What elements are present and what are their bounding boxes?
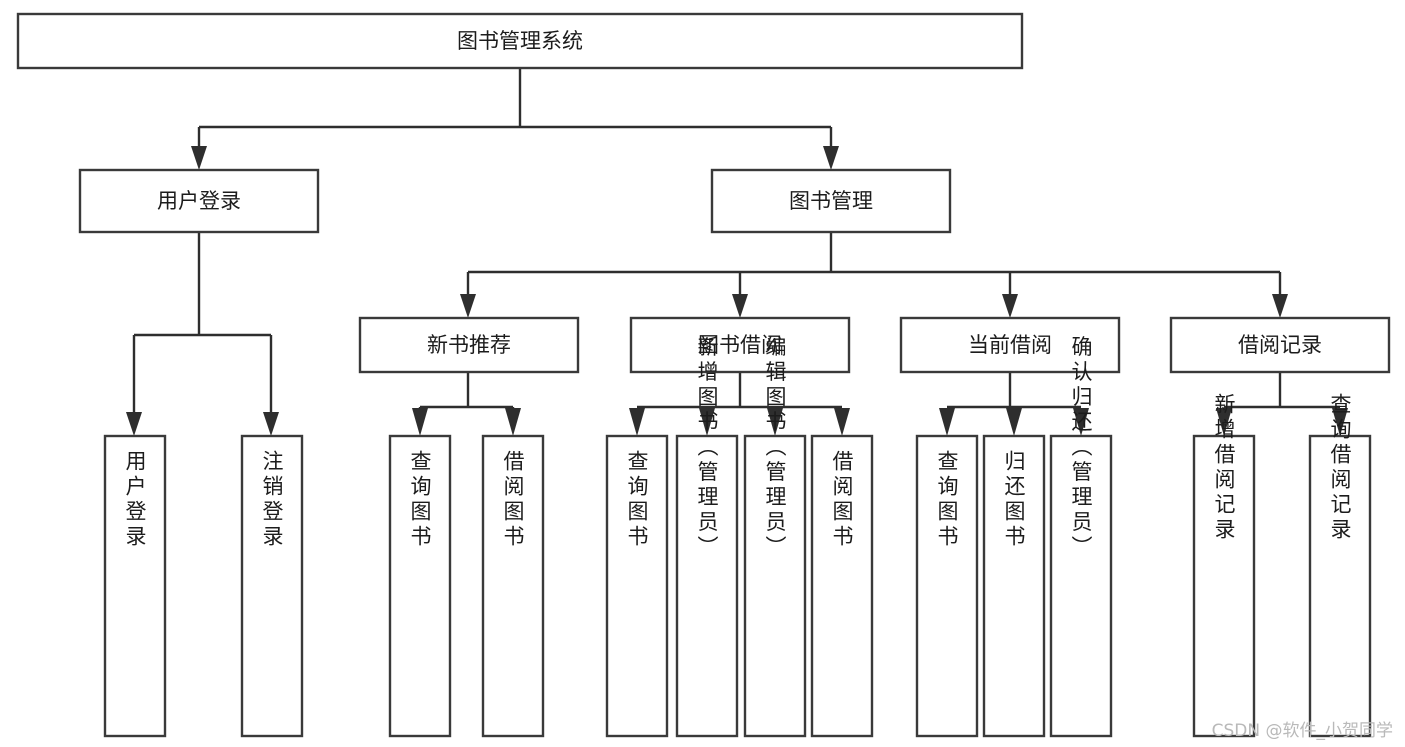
arrow-head-leaf-11 bbox=[1073, 408, 1089, 436]
arrow-head-current-borrow bbox=[1002, 294, 1018, 318]
node-book-manage-box[interactable] bbox=[710, 168, 952, 234]
node-leaf-4-label: 借阅图书 bbox=[501, 450, 525, 550]
node-leaf-6[interactable]: 新增图书（管理员） bbox=[675, 336, 739, 738]
node-borrow-record[interactable]: 借阅记录 bbox=[1169, 316, 1391, 374]
node-leaf-5-label: 查询图书 bbox=[625, 450, 649, 550]
node-leaf-3-label: 查询图书 bbox=[408, 450, 432, 550]
node-leaf-11-box[interactable] bbox=[1049, 434, 1113, 738]
node-leaf-8-label: 借阅图书 bbox=[830, 450, 854, 550]
node-borrow-record-label: 借阅记录 bbox=[1238, 333, 1322, 357]
node-leaf-11[interactable]: 确认归还（管理员） bbox=[1049, 336, 1113, 738]
node-root-label: 图书管理系统 bbox=[457, 29, 583, 53]
node-leaf-10[interactable]: 归还图书 bbox=[982, 434, 1046, 738]
node-leaf-5-box[interactable] bbox=[605, 434, 669, 738]
node-leaf-8-box[interactable] bbox=[810, 434, 874, 738]
node-leaf-2[interactable]: 注销登录 bbox=[240, 434, 304, 738]
node-leaf-9-label: 查询图书 bbox=[935, 450, 959, 550]
node-root[interactable]: 图书管理系统 bbox=[16, 12, 1024, 70]
arrow-head-leaf-8 bbox=[834, 408, 850, 436]
connector-layer bbox=[126, 68, 1348, 436]
node-leaf-10-label: 归还图书 bbox=[1002, 450, 1026, 550]
node-leaf-12-box[interactable] bbox=[1192, 434, 1256, 738]
node-book-manage-label: 图书管理 bbox=[789, 189, 873, 213]
node-book-manage[interactable]: 图书管理 bbox=[710, 168, 952, 234]
node-leaf-12-label: 新增借阅记录 bbox=[1212, 393, 1236, 543]
node-new-book-rec-label: 新书推荐 bbox=[427, 333, 511, 357]
arrow-head-leaf-6 bbox=[699, 408, 715, 436]
node-leaf-8[interactable]: 借阅图书 bbox=[810, 434, 874, 738]
arrow-head-user-login bbox=[191, 146, 207, 170]
node-leaf-13[interactable]: 查询借阅记录 bbox=[1308, 393, 1372, 738]
node-leaf-9-box[interactable] bbox=[915, 434, 979, 738]
node-leaf-12[interactable]: 新增借阅记录 bbox=[1192, 393, 1256, 738]
node-book-borrow[interactable]: 图书借阅 bbox=[629, 316, 851, 374]
node-book-borrow-label: 图书借阅 bbox=[698, 333, 782, 357]
node-leaf-4-box[interactable] bbox=[481, 434, 545, 738]
node-root-box[interactable] bbox=[16, 12, 1024, 70]
node-leaf-3[interactable]: 查询图书 bbox=[388, 434, 452, 738]
node-current-borrow-label: 当前借阅 bbox=[968, 333, 1052, 357]
node-leaf-6-label: 新增图书（管理员） bbox=[695, 336, 719, 561]
node-leaf-3-box[interactable] bbox=[388, 434, 452, 738]
arrow-head-new-book-rec bbox=[460, 294, 476, 318]
node-user-login-box[interactable] bbox=[78, 168, 320, 234]
arrow-head-leaf-5 bbox=[629, 408, 645, 436]
node-user-login[interactable]: 用户登录 bbox=[78, 168, 320, 234]
node-leaf-5[interactable]: 查询图书 bbox=[605, 434, 669, 738]
node-leaf-11-label: 确认归还（管理员） bbox=[1069, 336, 1093, 561]
arrow-head-leaf-13 bbox=[1332, 408, 1348, 436]
arrow-head-leaf-4 bbox=[505, 408, 521, 436]
arrow-head-leaf-10 bbox=[1006, 408, 1022, 436]
node-leaf-1-box[interactable] bbox=[103, 434, 167, 738]
node-leaf-7-label: 编辑图书（管理员） bbox=[763, 336, 787, 561]
node-leaf-9[interactable]: 查询图书 bbox=[915, 434, 979, 738]
node-leaf-7[interactable]: 编辑图书（管理员） bbox=[743, 336, 807, 738]
node-new-book-rec[interactable]: 新书推荐 bbox=[358, 316, 580, 374]
arrow-head-borrow-record bbox=[1272, 294, 1288, 318]
node-leaf-2-label: 注销登录 bbox=[260, 450, 284, 550]
arrow-head-leaf-1 bbox=[126, 412, 142, 436]
arrow-head-leaf-2 bbox=[263, 412, 279, 436]
arrow-head-leaf-9 bbox=[939, 408, 955, 436]
node-leaf-2-box[interactable] bbox=[240, 434, 304, 738]
arrow-head-book-borrow bbox=[732, 294, 748, 318]
node-current-borrow-box[interactable] bbox=[899, 316, 1121, 374]
node-current-borrow[interactable]: 当前借阅 bbox=[899, 316, 1121, 374]
node-user-login-label: 用户登录 bbox=[157, 189, 241, 213]
node-leaf-10-box[interactable] bbox=[982, 434, 1046, 738]
node-leaf-4[interactable]: 借阅图书 bbox=[481, 434, 545, 738]
node-leaf-7-box[interactable] bbox=[743, 434, 807, 738]
arrow-head-leaf-12 bbox=[1216, 408, 1232, 436]
node-borrow-record-box[interactable] bbox=[1169, 316, 1391, 374]
node-leaf-1[interactable]: 用户登录 bbox=[103, 434, 167, 738]
arrow-head-leaf-7 bbox=[767, 408, 783, 436]
node-leaf-6-box[interactable] bbox=[675, 434, 739, 738]
node-book-borrow-box[interactable] bbox=[629, 316, 851, 374]
arrow-head-leaf-3 bbox=[412, 408, 428, 436]
node-leaf-13-box[interactable] bbox=[1308, 434, 1372, 738]
node-leaf-1-label: 用户登录 bbox=[123, 450, 147, 550]
arrow-head-book-manage bbox=[823, 146, 839, 170]
node-new-book-rec-box[interactable] bbox=[358, 316, 580, 374]
node-leaf-13-label: 查询借阅记录 bbox=[1328, 393, 1352, 543]
